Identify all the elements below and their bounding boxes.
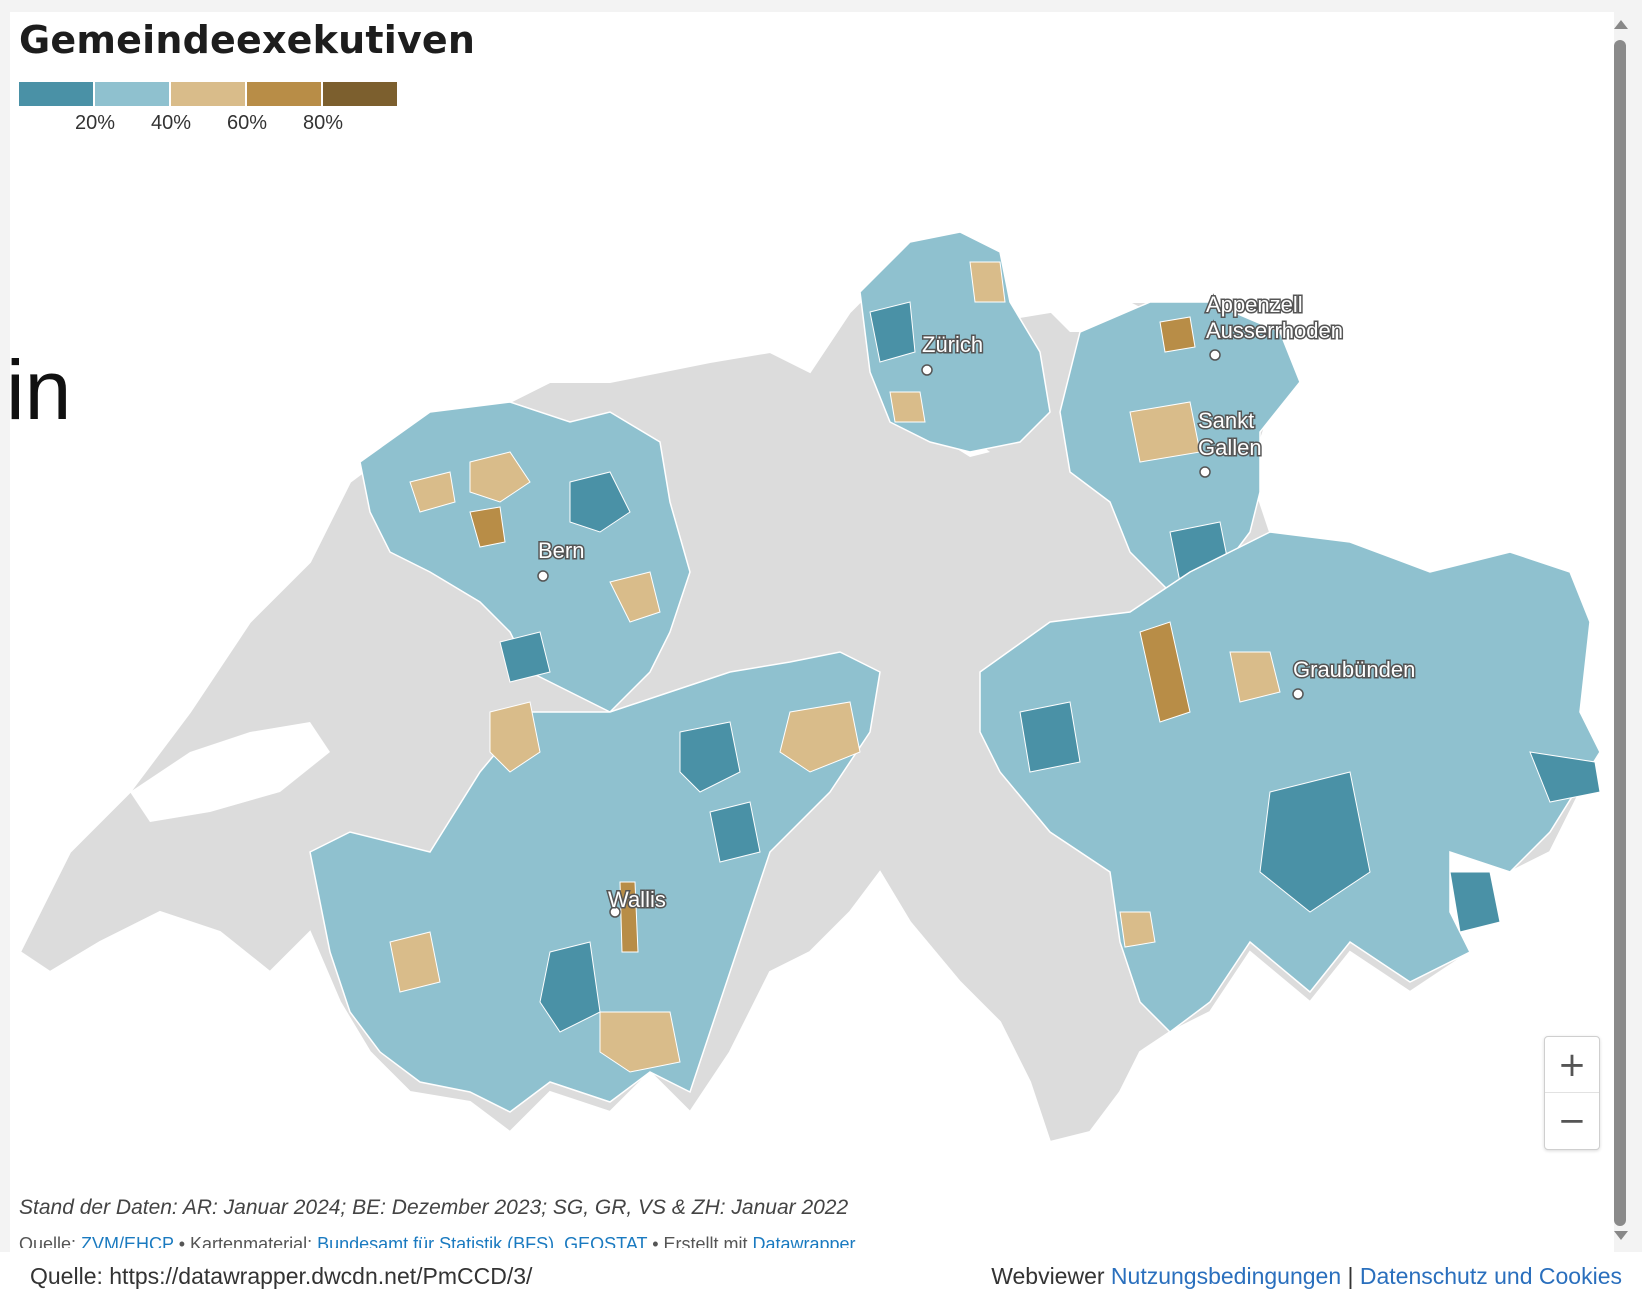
switzerland-map[interactable]: Zürich Appenzell Ausserrhoden Sankt Gall…	[10, 152, 1614, 1162]
region-wallis-patch-b	[779, 701, 861, 773]
region-wallis-patch-d	[599, 1011, 681, 1073]
legend-tick-40: 40%	[150, 112, 192, 134]
color-legend: 20% 40% 60% 80%	[19, 82, 399, 136]
region-wallis-patch-f	[619, 881, 639, 953]
privacy-link[interactable]: Datenschutz und Cookies	[1359, 1263, 1622, 1289]
legend-swatch-3	[171, 82, 245, 106]
city-label-appenzell-1: Appenzell	[1206, 292, 1303, 317]
region-bern-patch-e	[499, 631, 551, 683]
city-dot-bern	[537, 570, 549, 582]
region-gr-patch-a	[1259, 771, 1371, 913]
region-bern-patch-f	[409, 471, 456, 513]
city-label-zurich: Zürich	[922, 332, 983, 357]
legend-tick-60: 60%	[226, 112, 268, 134]
browser-frame: Gemeindeexekutiven 20% 40% 60% 80%	[0, 0, 1642, 1252]
region-gr-patch-e	[1449, 871, 1501, 933]
city-label-bern: Bern	[538, 538, 584, 563]
footer: Quelle: https://datawrapper.dwcdn.net/Pm…	[0, 1252, 1642, 1299]
region-bern-patch-c	[469, 506, 506, 548]
legend-swatch-5	[323, 82, 397, 106]
source-prefix: Quelle:	[19, 1234, 82, 1248]
footer-links: Webviewer Nutzungsbedingungen | Datensch…	[991, 1263, 1622, 1290]
datawrapper-link[interactable]: Datawrapper	[752, 1234, 856, 1248]
legend-swatch-4	[247, 82, 321, 106]
city-label-appenzell-2: Ausserrhoden	[1206, 318, 1343, 343]
region-bern-patch-a	[469, 451, 531, 503]
terms-link[interactable]: Nutzungsbedingungen	[1110, 1263, 1342, 1289]
source-link[interactable]: ZVM/EHCP	[81, 1234, 174, 1248]
region-wallis-patch-h	[389, 931, 441, 993]
map-viewer: Gemeindeexekutiven 20% 40% 60% 80%	[10, 12, 1614, 1252]
city-label-stgallen-2: Gallen	[1198, 435, 1262, 460]
legend-tick-80: 80%	[302, 112, 344, 134]
region-wallis-patch-a	[679, 721, 741, 793]
zoom-in-button[interactable]: +	[1545, 1037, 1599, 1093]
region-gr-patch-d	[1229, 651, 1281, 703]
scroll-up-arrow-icon[interactable]	[1614, 20, 1628, 29]
region-bern-patch-b	[569, 471, 631, 533]
region-stgallen-patch-a	[1129, 401, 1201, 463]
legend-ticks: 20% 40% 60% 80%	[19, 106, 399, 136]
scroll-down-arrow-icon[interactable]	[1614, 1231, 1628, 1240]
legend-swatch-2	[95, 82, 169, 106]
region-wallis-patch-e	[489, 701, 541, 773]
region-gr-patch-c	[1139, 621, 1191, 723]
city-label-graubuenden: Graubünden	[1293, 657, 1415, 682]
city-dot-graubuenden	[1292, 688, 1304, 700]
legend-tick-20: 20%	[74, 112, 116, 134]
zoom-out-button[interactable]: −	[1557, 1100, 1587, 1141]
footer-source: Quelle: https://datawrapper.dwcdn.net/Pm…	[30, 1263, 533, 1289]
scroll-thumb[interactable]	[1614, 40, 1626, 1226]
source-sep-1: • Kartenmaterial:	[173, 1234, 318, 1248]
overlay-text: in	[10, 343, 72, 437]
vertical-scrollbar[interactable]	[1608, 12, 1634, 1252]
region-wallis-patch-g	[709, 801, 761, 863]
region-graubuenden	[979, 531, 1601, 1033]
footer-webviewer: Webviewer	[991, 1263, 1105, 1289]
map-material-link[interactable]: Bundesamt für Statistik (BFS), GEOSTAT	[317, 1234, 648, 1248]
region-zurich-patch-b	[969, 261, 1006, 303]
region-wallis-patch-c	[539, 941, 601, 1033]
region-stgallen-patch-b	[1159, 316, 1196, 353]
city-dot-zurich	[921, 364, 933, 376]
region-gr-patch-f	[1019, 701, 1081, 773]
city-label-wallis: Wallis	[608, 887, 666, 912]
lake-neuchatel	[250, 512, 320, 572]
region-gr-patch-g	[1119, 911, 1156, 948]
data-notes: Stand der Daten: AR: Januar 2024; BE: De…	[19, 1196, 849, 1219]
footer-separator: |	[1347, 1263, 1354, 1289]
city-label-stgallen-1: Sankt	[1198, 408, 1254, 433]
lake-geneva	[130, 722, 330, 822]
legend-swatch-1	[19, 82, 93, 106]
region-zurich-patch-c	[889, 391, 926, 423]
city-dot-appenzell	[1209, 349, 1221, 361]
city-dot-wallis	[609, 906, 621, 918]
legend-bar	[19, 82, 399, 106]
region-zurich-patch-a	[869, 301, 916, 363]
zoom-controls: + −	[1544, 1036, 1600, 1150]
map-source-line: Quelle: ZVM/EHCP • Kartenmaterial: Bunde…	[19, 1234, 1119, 1248]
city-dot-stgallen	[1199, 466, 1211, 478]
region-gr-patch-b	[1529, 751, 1601, 803]
source-sep-2: • Erstellt mit	[647, 1234, 753, 1248]
map-title: Gemeindeexekutiven	[19, 18, 476, 62]
region-bern-patch-d	[609, 571, 661, 623]
